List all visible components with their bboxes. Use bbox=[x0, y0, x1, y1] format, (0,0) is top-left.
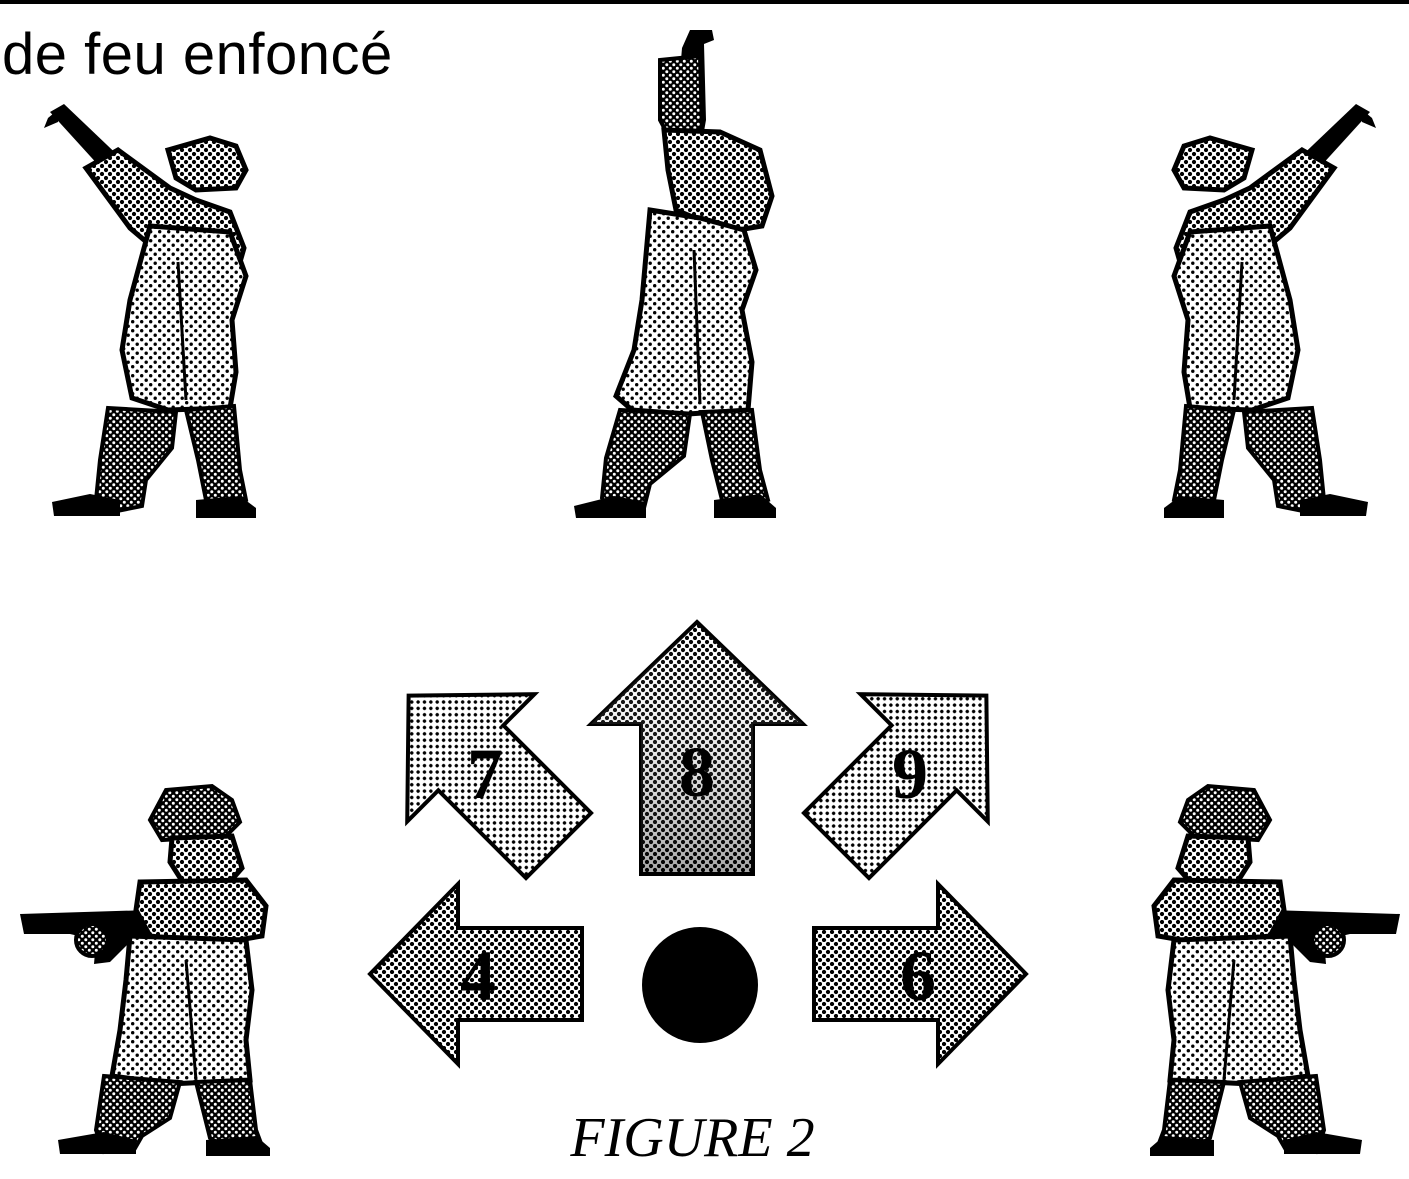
gangster-aiming-up-icon bbox=[574, 30, 776, 518]
arrow-up-right-9: 9 bbox=[773, 632, 1050, 909]
arrow-label: 4 bbox=[460, 936, 496, 1016]
gangster-aiming-up-left-icon bbox=[44, 104, 256, 518]
figure-caption: FIGURE 2 bbox=[0, 1105, 1397, 1171]
gangster-aiming-up-right-icon bbox=[1164, 104, 1376, 518]
fire-button-dot-icon bbox=[642, 927, 758, 1043]
arrow-right-6: 6 bbox=[814, 884, 1026, 1064]
gangster-aiming-right-icon bbox=[1150, 786, 1400, 1156]
arrow-label: 8 bbox=[679, 732, 715, 812]
arrow-label: 9 bbox=[892, 734, 928, 814]
arrow-up-left-7: 7 bbox=[345, 632, 622, 909]
arrow-left-4: 4 bbox=[370, 884, 582, 1064]
arrow-up-8: 8 bbox=[591, 622, 803, 874]
gangster-aiming-left-icon bbox=[20, 786, 270, 1156]
arrow-label: 6 bbox=[900, 936, 936, 1016]
arrow-label: 7 bbox=[467, 734, 503, 814]
